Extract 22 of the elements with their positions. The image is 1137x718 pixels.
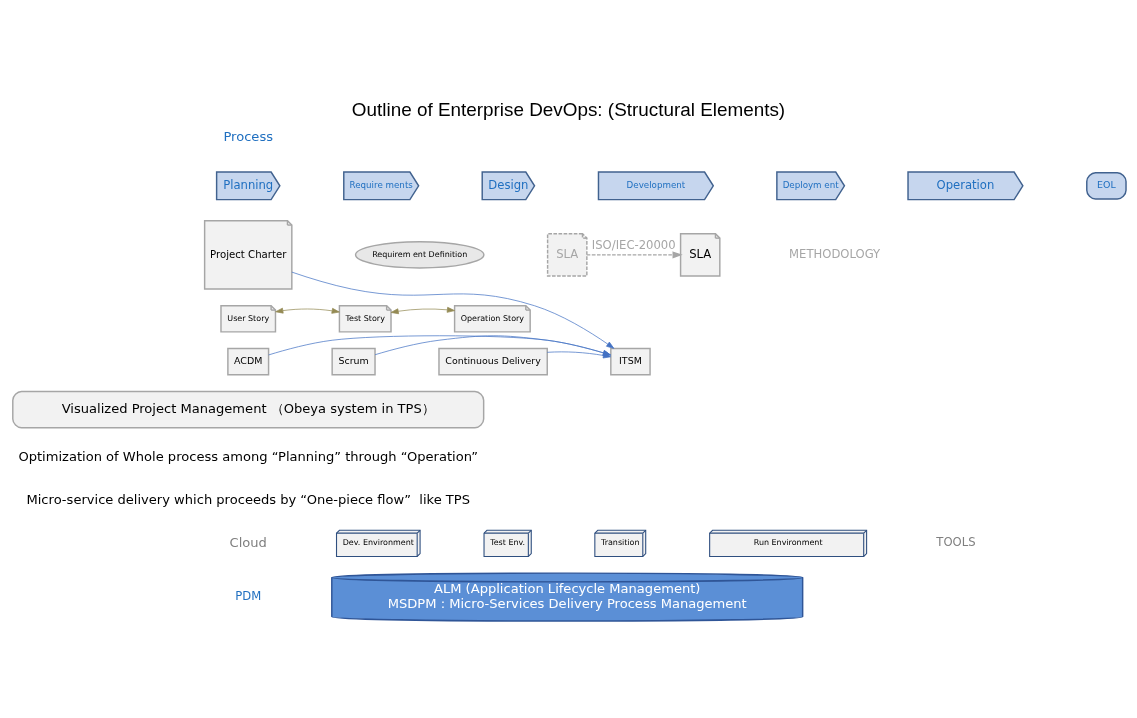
label: TOOLS: [936, 534, 976, 549]
node-box: Scrum: [331, 347, 376, 375]
arrow: [546, 351, 611, 358]
node-box: Continuous Delivery: [438, 347, 548, 375]
node-box: Visualized Project Management （Obeya system in TPS）: [12, 390, 485, 429]
label: PDM: [235, 588, 262, 603]
arrow: [374, 334, 611, 356]
label: Process: [223, 128, 274, 144]
arrow: [586, 250, 683, 258]
arrow: [275, 307, 340, 314]
label: METHODOLOGY: [789, 246, 881, 261]
arrow: [291, 271, 615, 349]
arrow: [268, 334, 611, 356]
arrow: [390, 306, 455, 314]
node-box: EOL: [1086, 171, 1127, 200]
node-box: ACDM: [227, 347, 270, 375]
label: Cloud: [229, 534, 267, 550]
label: Optimization of Whole process among “Planning” through “Operation”: [18, 448, 479, 464]
edge-label: ISO/IEC-20000: [591, 237, 676, 252]
label: Micro-service delivery which proceeds by “One-piece flow” like TPS: [26, 491, 470, 507]
diagram-title: Outline of Enterprise DevOps: (Structural Elements): [351, 98, 786, 120]
node-box: ITSM: [610, 347, 651, 375]
